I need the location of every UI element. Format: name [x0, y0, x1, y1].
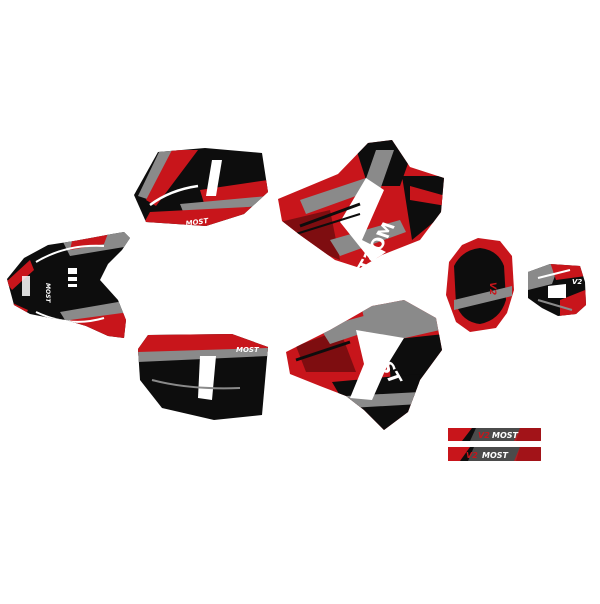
number-plate-mark-text: V2: [487, 282, 497, 295]
fork-strip-top-decal: V2 MOST: [448, 428, 541, 441]
rear-fender-decal: V2: [528, 264, 586, 316]
fork-strip-top-mark: V2: [478, 431, 490, 440]
top-shroud-decal: MOST: [278, 140, 444, 278]
rear-fender-mark-text: V2: [572, 278, 582, 286]
fork-strip-bottom-decal: V2 MOST: [448, 447, 541, 461]
front-fender-brand-text: MOST: [44, 283, 51, 303]
bottom-shroud-decal: MOST: [286, 300, 442, 430]
front-number-plate-decal: V2: [446, 238, 514, 332]
front-fender-decal: MOST: [7, 232, 130, 338]
fork-strip-bottom-text: MOST: [482, 451, 509, 460]
bottom-side-brand-text: MOST: [236, 346, 260, 354]
fork-strip-bottom-mark: V2: [466, 451, 478, 460]
bottom-side-panel-decal: MOST: [138, 334, 268, 420]
top-side-brand-text: MOST: [185, 217, 210, 228]
fork-strip-top-text: MOST: [492, 431, 519, 440]
top-side-panel-decal: MOST: [134, 148, 268, 228]
